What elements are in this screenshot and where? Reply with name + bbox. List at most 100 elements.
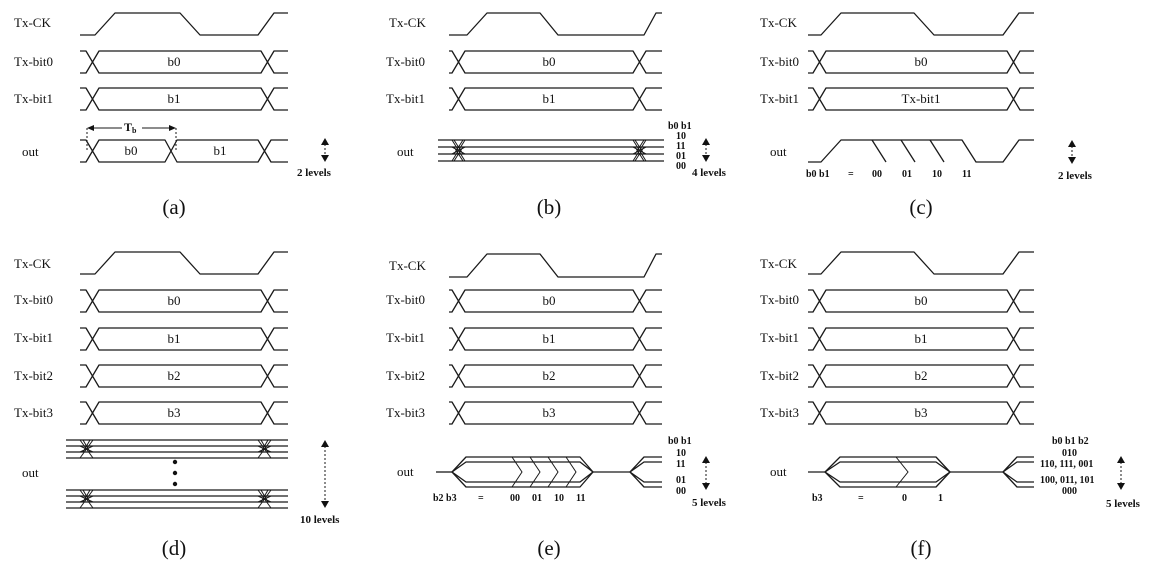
- level-code-11: 11: [676, 459, 685, 470]
- levels-arrow-down: [1117, 483, 1125, 490]
- levels-arrow-up: [702, 138, 710, 145]
- caption-e: (e): [537, 536, 560, 560]
- levels-arrow-up: [702, 456, 710, 463]
- signal-label-tx-bit3: Tx-bit3: [386, 405, 425, 420]
- signal-label-tx-bit3: Tx-bit3: [14, 405, 53, 420]
- level-code-000: 000: [1062, 486, 1077, 497]
- period-arrowhead-left: [87, 125, 94, 131]
- code-row-equals: =: [848, 169, 854, 180]
- bus-value-b3: b3: [543, 405, 556, 420]
- bus-waveform-bit0: [449, 50, 662, 74]
- levels-arrow-down: [702, 483, 710, 490]
- clock-waveform: [80, 12, 288, 36]
- bus-value-b1: b1: [543, 331, 556, 346]
- bus-value-b0: b0: [168, 54, 181, 69]
- signal-label-tx-ck: Tx-CK: [14, 15, 51, 30]
- out-multilevel-waveform: [436, 456, 662, 488]
- code-row-00: 00: [510, 493, 520, 504]
- code-row-10: 10: [932, 169, 942, 180]
- level-code-100-011-101: 100, 011, 101: [1040, 475, 1094, 486]
- bus-waveform-bit1: [808, 87, 1034, 111]
- ellipsis-dots: [172, 459, 178, 487]
- level-code-10: 10: [676, 448, 686, 459]
- code-row-label: b3: [812, 493, 823, 504]
- code-row-label: b2 b3: [433, 493, 457, 504]
- level-code-11: 11: [676, 141, 685, 152]
- caption-c: (c): [909, 195, 932, 219]
- level-code-01: 01: [676, 475, 686, 486]
- panel-b: Tx-CK Tx-bit0 b0 Tx-bit1 b1 out b0 b1 10…: [386, 12, 727, 219]
- bus-waveform-bit2: [80, 364, 288, 388]
- levels-arrow-up: [321, 440, 329, 447]
- signal-label-tx-bit1: Tx-bit1: [386, 330, 425, 345]
- levels-label: 2 levels: [1058, 170, 1093, 182]
- level-code-00: 00: [676, 161, 686, 172]
- caption-d: (d): [162, 536, 187, 560]
- caption-f: (f): [911, 536, 932, 560]
- bus-value-b2: b2: [168, 368, 181, 383]
- levels-label: 2 levels: [297, 167, 332, 179]
- level-code-10: 10: [676, 131, 686, 142]
- bus-waveform-bit0: [808, 50, 1034, 74]
- code-row-equals: =: [478, 493, 484, 504]
- bus-value-b2: b2: [915, 368, 928, 383]
- signal-label-tx-ck: Tx-CK: [389, 258, 426, 273]
- levels-label: 10 levels: [300, 514, 340, 526]
- clock-waveform: [808, 251, 1034, 275]
- bus-value-b0: b0: [168, 293, 181, 308]
- signal-label-tx-bit1: Tx-bit1: [386, 91, 425, 106]
- clock-waveform: [808, 12, 1034, 36]
- bus-value-b1: b1: [915, 331, 928, 346]
- out-value-b0: b0: [125, 143, 138, 158]
- signal-label-tx-bit2: Tx-bit2: [14, 368, 53, 383]
- levels-label: 5 levels: [692, 497, 727, 509]
- out-multilevel-waveform: [808, 456, 1034, 488]
- signal-label-tx-bit3: Tx-bit3: [760, 405, 799, 420]
- code-row-00: 00: [872, 169, 882, 180]
- signal-label-tx-bit0: Tx-bit0: [386, 292, 425, 307]
- code-row-01: 01: [532, 493, 542, 504]
- signal-label-tx-ck: Tx-CK: [760, 15, 797, 30]
- signal-label-tx-bit0: Tx-bit0: [14, 54, 53, 69]
- bus-value-b0: b0: [915, 54, 928, 69]
- levels-label: 5 levels: [1106, 498, 1141, 510]
- levels-label: 4 levels: [692, 167, 727, 179]
- bus-waveform-bit0: [80, 289, 288, 313]
- out-label: out: [770, 144, 787, 159]
- bus-value-b1: b1: [168, 331, 181, 346]
- level-code-header: b0 b1: [668, 121, 692, 132]
- panel-d: Tx-CK Tx-bit0 b0 Tx-bit1 b1 Tx-bit2 b2 T…: [14, 251, 340, 560]
- out-multilevel-waveform: [438, 139, 664, 162]
- period-arrowhead-right: [169, 125, 176, 131]
- levels-arrow-down: [1068, 157, 1076, 164]
- signal-label-tx-ck: Tx-CK: [760, 256, 797, 271]
- code-row-0: 0: [902, 493, 907, 504]
- panel-e: Tx-CK Tx-bit0 b0 Tx-bit1 b1 Tx-bit2 b2 T…: [386, 253, 727, 560]
- panel-f: Tx-CK Tx-bit0 b0 Tx-bit1 b1 Tx-bit2 b2 T…: [760, 251, 1141, 560]
- signal-label-tx-bit1: Tx-bit1: [760, 91, 799, 106]
- signal-label-tx-ck: Tx-CK: [389, 15, 426, 30]
- bus-value-b1: Tx-bit1: [902, 91, 941, 106]
- bus-value-b3: b3: [915, 405, 928, 420]
- level-code-00: 00: [676, 486, 686, 497]
- signal-label-tx-bit0: Tx-bit0: [14, 292, 53, 307]
- bus-waveform-bit1: [449, 87, 662, 111]
- bus-waveform-bit0: [80, 50, 288, 74]
- code-row-01: 01: [902, 169, 912, 180]
- signal-label-tx-bit0: Tx-bit0: [386, 54, 425, 69]
- period-label: Tb: [124, 120, 137, 135]
- levels-arrow-down: [321, 501, 329, 508]
- panel-a: Tx-CK Tx-bit0 b0 Tx-bit1 b1 Tb out b0 b1…: [14, 12, 332, 219]
- bus-value-b0: b0: [543, 54, 556, 69]
- bus-waveform-bit1: [80, 327, 288, 351]
- signal-label-tx-bit1: Tx-bit1: [14, 91, 53, 106]
- clock-waveform: [449, 12, 662, 36]
- bus-value-b1: b1: [168, 91, 181, 106]
- levels-arrow-up: [321, 138, 329, 145]
- levels-arrow-down: [321, 155, 329, 162]
- bus-waveform-bit1: [80, 87, 288, 111]
- caption-b: (b): [537, 195, 562, 219]
- code-row-label: b0 b1: [806, 169, 830, 180]
- bus-waveform-bit2: [808, 364, 1034, 388]
